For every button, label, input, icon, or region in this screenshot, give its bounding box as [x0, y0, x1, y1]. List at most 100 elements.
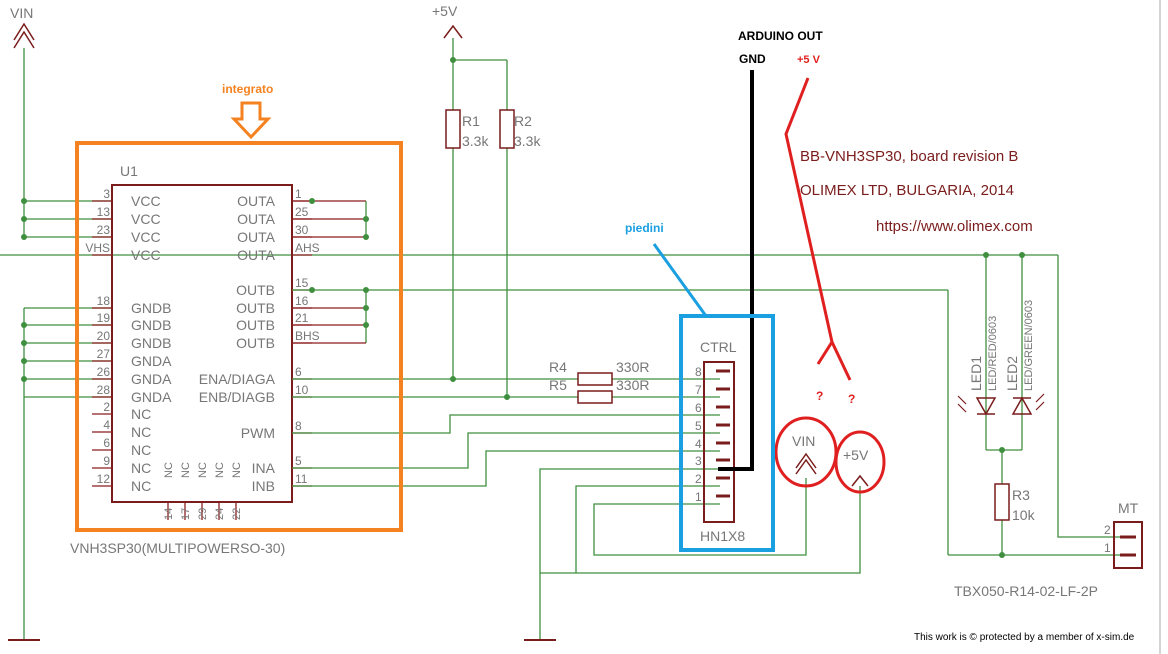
ic-left-pin-name: GNDB: [131, 335, 171, 351]
ic-left-pin-number: 28: [97, 383, 111, 397]
title-block: BB-VNH3SP30, board revision B OLIMEX LTD…: [800, 148, 1033, 235]
ic-right-pin-name: OUTA: [237, 247, 276, 263]
ic-right-pin-name: PWM: [241, 425, 275, 441]
ic-left-pin-name: VCC: [131, 247, 161, 263]
led1-desc: LED/RED/0603: [987, 316, 999, 391]
r2-value: 3.3k: [514, 133, 541, 149]
company-text: OLIMEX LTD, BULGARIA, 2014: [800, 182, 1014, 199]
led2: LED2 LED/GREEN/0603: [1004, 252, 1045, 450]
ic-right-pin-name: INA: [252, 460, 276, 476]
header-pin-number: 7: [695, 383, 702, 397]
ic-left-pin-name: GNDA: [131, 389, 172, 405]
ic-right-pin-number: AHS: [295, 241, 320, 255]
ic-left-pin-name: NC: [131, 442, 151, 458]
ic-bottom-pin-number: 14: [163, 508, 175, 520]
question-mark-2: ?: [848, 392, 855, 406]
ic-bottom-pin-number: 22: [231, 508, 243, 520]
led1-label: LED1: [968, 356, 984, 391]
ic-bottom-pin-number: 17: [180, 508, 192, 520]
ic-left-pin-name: VCC: [131, 211, 161, 227]
ic-right-pin-number: 6: [295, 365, 302, 379]
ic-left-pin-name: NC: [131, 406, 151, 422]
ic-bottom-nc-label: NC: [163, 462, 175, 478]
ic-left-pin-name: GNDA: [131, 353, 172, 369]
ic-right-pin-name: OUTB: [236, 317, 275, 333]
arduino-out-label: ARDUINO OUT: [738, 29, 823, 43]
ic-left-pin-number: 4: [103, 418, 110, 432]
r4-label: R4: [549, 359, 567, 375]
ic-left-pin-number: 20: [97, 329, 111, 343]
question-mark-1: ?: [816, 389, 823, 403]
ic-right-pin-name: OUTB: [236, 282, 275, 298]
header-pin-number: 3: [695, 454, 702, 468]
header-hn1x8: CTRL HN1X8: [700, 339, 745, 544]
mt-pin-1: 1: [1104, 541, 1111, 555]
r1-label: R1: [462, 113, 480, 129]
vin-top-label: VIN: [10, 5, 33, 21]
header-pin-number: 6: [695, 401, 702, 415]
led1: LED1 LED/RED/0603: [957, 252, 999, 450]
gnd-label: GND: [739, 52, 766, 66]
ic-left-pin-number: 6: [103, 436, 110, 450]
header-pin-number: 4: [695, 437, 702, 451]
plus5v-connector: +5V: [834, 430, 886, 494]
red-annotation-arrow: [784, 77, 852, 381]
ic-bottom-nc-label: NC: [197, 462, 209, 478]
ic-right-pin-name: OUTA: [237, 193, 276, 209]
ic-right-pin-number: 15: [295, 276, 309, 290]
ic-left-pin-name: NC: [131, 478, 151, 494]
piedini-annotation: piedini: [625, 221, 775, 552]
ic-right-pin-name: ENA/DIAGA: [199, 371, 276, 387]
ic-left-pin-number: 19: [97, 311, 111, 325]
ic-right-pin-number: 21: [295, 311, 309, 325]
ic-right-pin-name: OUTB: [236, 300, 275, 316]
mt-connector: 2 1 MT TBX050-R14-02-LF-2P: [954, 500, 1143, 599]
board-revision-text: BB-VNH3SP30, board revision B: [800, 148, 1018, 165]
r3-label: R3: [1012, 487, 1030, 503]
ic-right-pin-number: 16: [295, 294, 309, 308]
ic-left-pin-name: NC: [131, 460, 151, 476]
header-pin-number: 2: [695, 472, 702, 486]
plus5v-connector-label: +5V: [843, 447, 869, 463]
r5-label: R5: [549, 377, 567, 393]
arduino-gnd-wire: [718, 70, 754, 471]
copyright-credit: This work is © protected by a member of …: [914, 632, 1135, 643]
vin-supply-symbol: VIN: [10, 5, 35, 238]
ic-left-pin-number: 23: [97, 223, 111, 237]
integrato-label: integrato: [222, 82, 273, 96]
ic-left-pin-number: 2: [103, 400, 110, 414]
ic-left-pin-number: 13: [97, 205, 111, 219]
plus5v-top-label: +5V: [432, 3, 458, 19]
r1-value: 3.3k: [462, 133, 489, 149]
plus5v-red-label: +5 V: [797, 54, 821, 66]
arduino-annotation: ARDUINO OUT GND +5 V ? ?: [738, 29, 855, 406]
ic-right-pin-name: INB: [252, 478, 275, 494]
ic-right-pin-name: OUTA: [237, 211, 276, 227]
ic-name-label: VNH3SP30(MULTIPOWERSO-30): [70, 540, 285, 556]
integrato-annotation: integrato: [75, 82, 403, 532]
led2-desc: LED/GREEN/0603: [1023, 300, 1035, 391]
ic-left-pin-number: 3: [103, 187, 110, 201]
ic-right-pin-number: 30: [295, 223, 309, 237]
ctrl-label: CTRL: [700, 339, 737, 355]
hn1x8-label: HN1X8: [700, 528, 745, 544]
resistor-r5: R5 330R: [549, 377, 649, 404]
mt-pin2-wire: [1057, 255, 1120, 538]
ic-left-pin-name: GNDB: [131, 317, 171, 333]
ic-right-pin-number: 25: [295, 205, 309, 219]
ic-bottom-pin-number: 29: [197, 508, 209, 520]
ic-right-pin-name: ENB/DIAGB: [199, 389, 275, 405]
r2-label: R2: [514, 113, 532, 129]
ic-bottom-nc-label: NC: [180, 462, 192, 478]
ic-right-pin-number: 11: [295, 472, 308, 486]
ic-left-pin-number: VHS: [85, 241, 110, 255]
ic-left-pin-name: GNDB: [131, 300, 171, 316]
resistor-r3: R3 10k: [994, 450, 1036, 555]
ground-middle: [524, 573, 556, 641]
ic-right-pin-number: 1: [295, 187, 302, 201]
ic-right-pins: 1OUTA25OUTA30OUTAAHSOUTA15OUTB16OUTB21OU…: [199, 187, 320, 494]
ic-right-pin-number: 8: [295, 419, 302, 433]
piedini-label: piedini: [625, 221, 664, 235]
